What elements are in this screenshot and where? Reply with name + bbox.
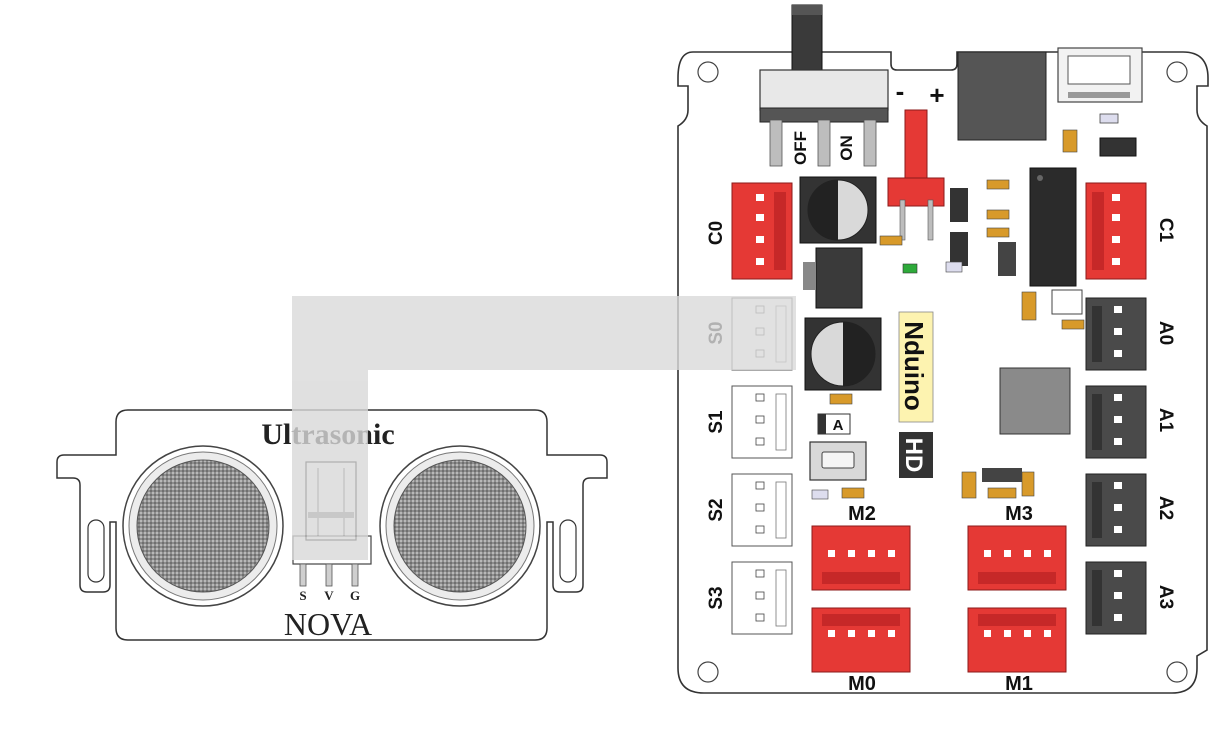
smd-part [946, 262, 962, 272]
smd-part [1100, 114, 1118, 123]
port-a0 [1086, 298, 1146, 370]
smd-resistor [987, 228, 1009, 237]
switch-on-label: ON [837, 135, 856, 161]
transducer-left [123, 446, 283, 606]
smd-resistor [962, 472, 976, 498]
port-a1-label: A1 [1155, 408, 1176, 433]
port-s3 [732, 562, 792, 634]
port-m3 [968, 526, 1066, 590]
usb-port [1058, 48, 1142, 102]
port-c0 [732, 183, 792, 279]
smd-resistor [987, 180, 1009, 189]
port-a1 [1086, 386, 1146, 458]
transducer-right [380, 446, 540, 606]
smd-transistor [982, 468, 1022, 482]
smd-resistor [1022, 472, 1034, 496]
status-led [903, 264, 917, 273]
mount-hole-tr [1167, 62, 1187, 82]
smd-part [812, 490, 828, 499]
sensor-brand: NOVA [284, 606, 372, 642]
logo-hd-text: HD [900, 438, 927, 473]
smd-diode-1 [950, 188, 968, 222]
nduino-logo: Nduino HD [899, 312, 933, 478]
port-a3 [1086, 562, 1146, 634]
port-m3-label: M3 [1005, 503, 1033, 525]
port-a0-label: A0 [1155, 321, 1176, 345]
smd-resistor [1022, 292, 1036, 320]
battery-minus-label: - [896, 76, 905, 106]
port-c1 [1086, 183, 1146, 279]
ic-chip [1030, 168, 1076, 286]
smd-resistor [1063, 130, 1077, 152]
reset-button [810, 442, 866, 480]
battery-plus-label: + [929, 80, 944, 110]
port-m0-label: M0 [848, 673, 876, 695]
smd-resistor [1062, 320, 1084, 329]
logo-text: Nduino [899, 321, 929, 411]
port-a2 [1086, 474, 1146, 546]
switch-off-label: OFF [791, 131, 810, 165]
smd-crystal [1052, 290, 1082, 314]
smd-resistor [988, 488, 1016, 498]
capacitor-bottom [805, 318, 881, 390]
processor [1000, 368, 1070, 434]
port-m2-label: M2 [848, 503, 876, 525]
port-s1-label: S1 [706, 410, 727, 434]
smd-transistor [998, 242, 1016, 276]
port-a3-label: A3 [1155, 585, 1176, 609]
port-c1-label: C1 [1155, 218, 1176, 243]
pin-label-s: S [299, 588, 306, 603]
port-s1 [732, 386, 792, 458]
led-a-label: A [833, 417, 844, 434]
power-switch [760, 5, 888, 166]
port-c0-label: C0 [706, 221, 727, 245]
smd-resistor [880, 236, 902, 245]
port-m0 [812, 608, 910, 672]
port-m1 [968, 608, 1066, 672]
capacitor-top [800, 177, 876, 243]
port-s2 [732, 474, 792, 546]
diode [1100, 138, 1136, 156]
port-a2-label: A2 [1155, 496, 1176, 520]
port-s2-label: S2 [706, 498, 727, 521]
smd-diode-2 [950, 232, 968, 266]
pin-label-v: V [324, 588, 334, 603]
smd-resistor [842, 488, 864, 498]
dc-jack [958, 52, 1046, 140]
smd-resistor [987, 210, 1009, 219]
port-m1-label: M1 [1005, 673, 1033, 695]
port-s3-label: S3 [706, 586, 727, 609]
mount-hole-bl [698, 662, 718, 682]
mount-hole-br [1167, 662, 1187, 682]
sensor-mount-slot-right [560, 520, 576, 582]
mount-hole-tl [698, 62, 718, 82]
pin-label-g: G [350, 588, 360, 603]
smd-resistor [830, 394, 852, 404]
sensor-mount-slot-left [88, 520, 104, 582]
port-m2 [812, 526, 910, 590]
